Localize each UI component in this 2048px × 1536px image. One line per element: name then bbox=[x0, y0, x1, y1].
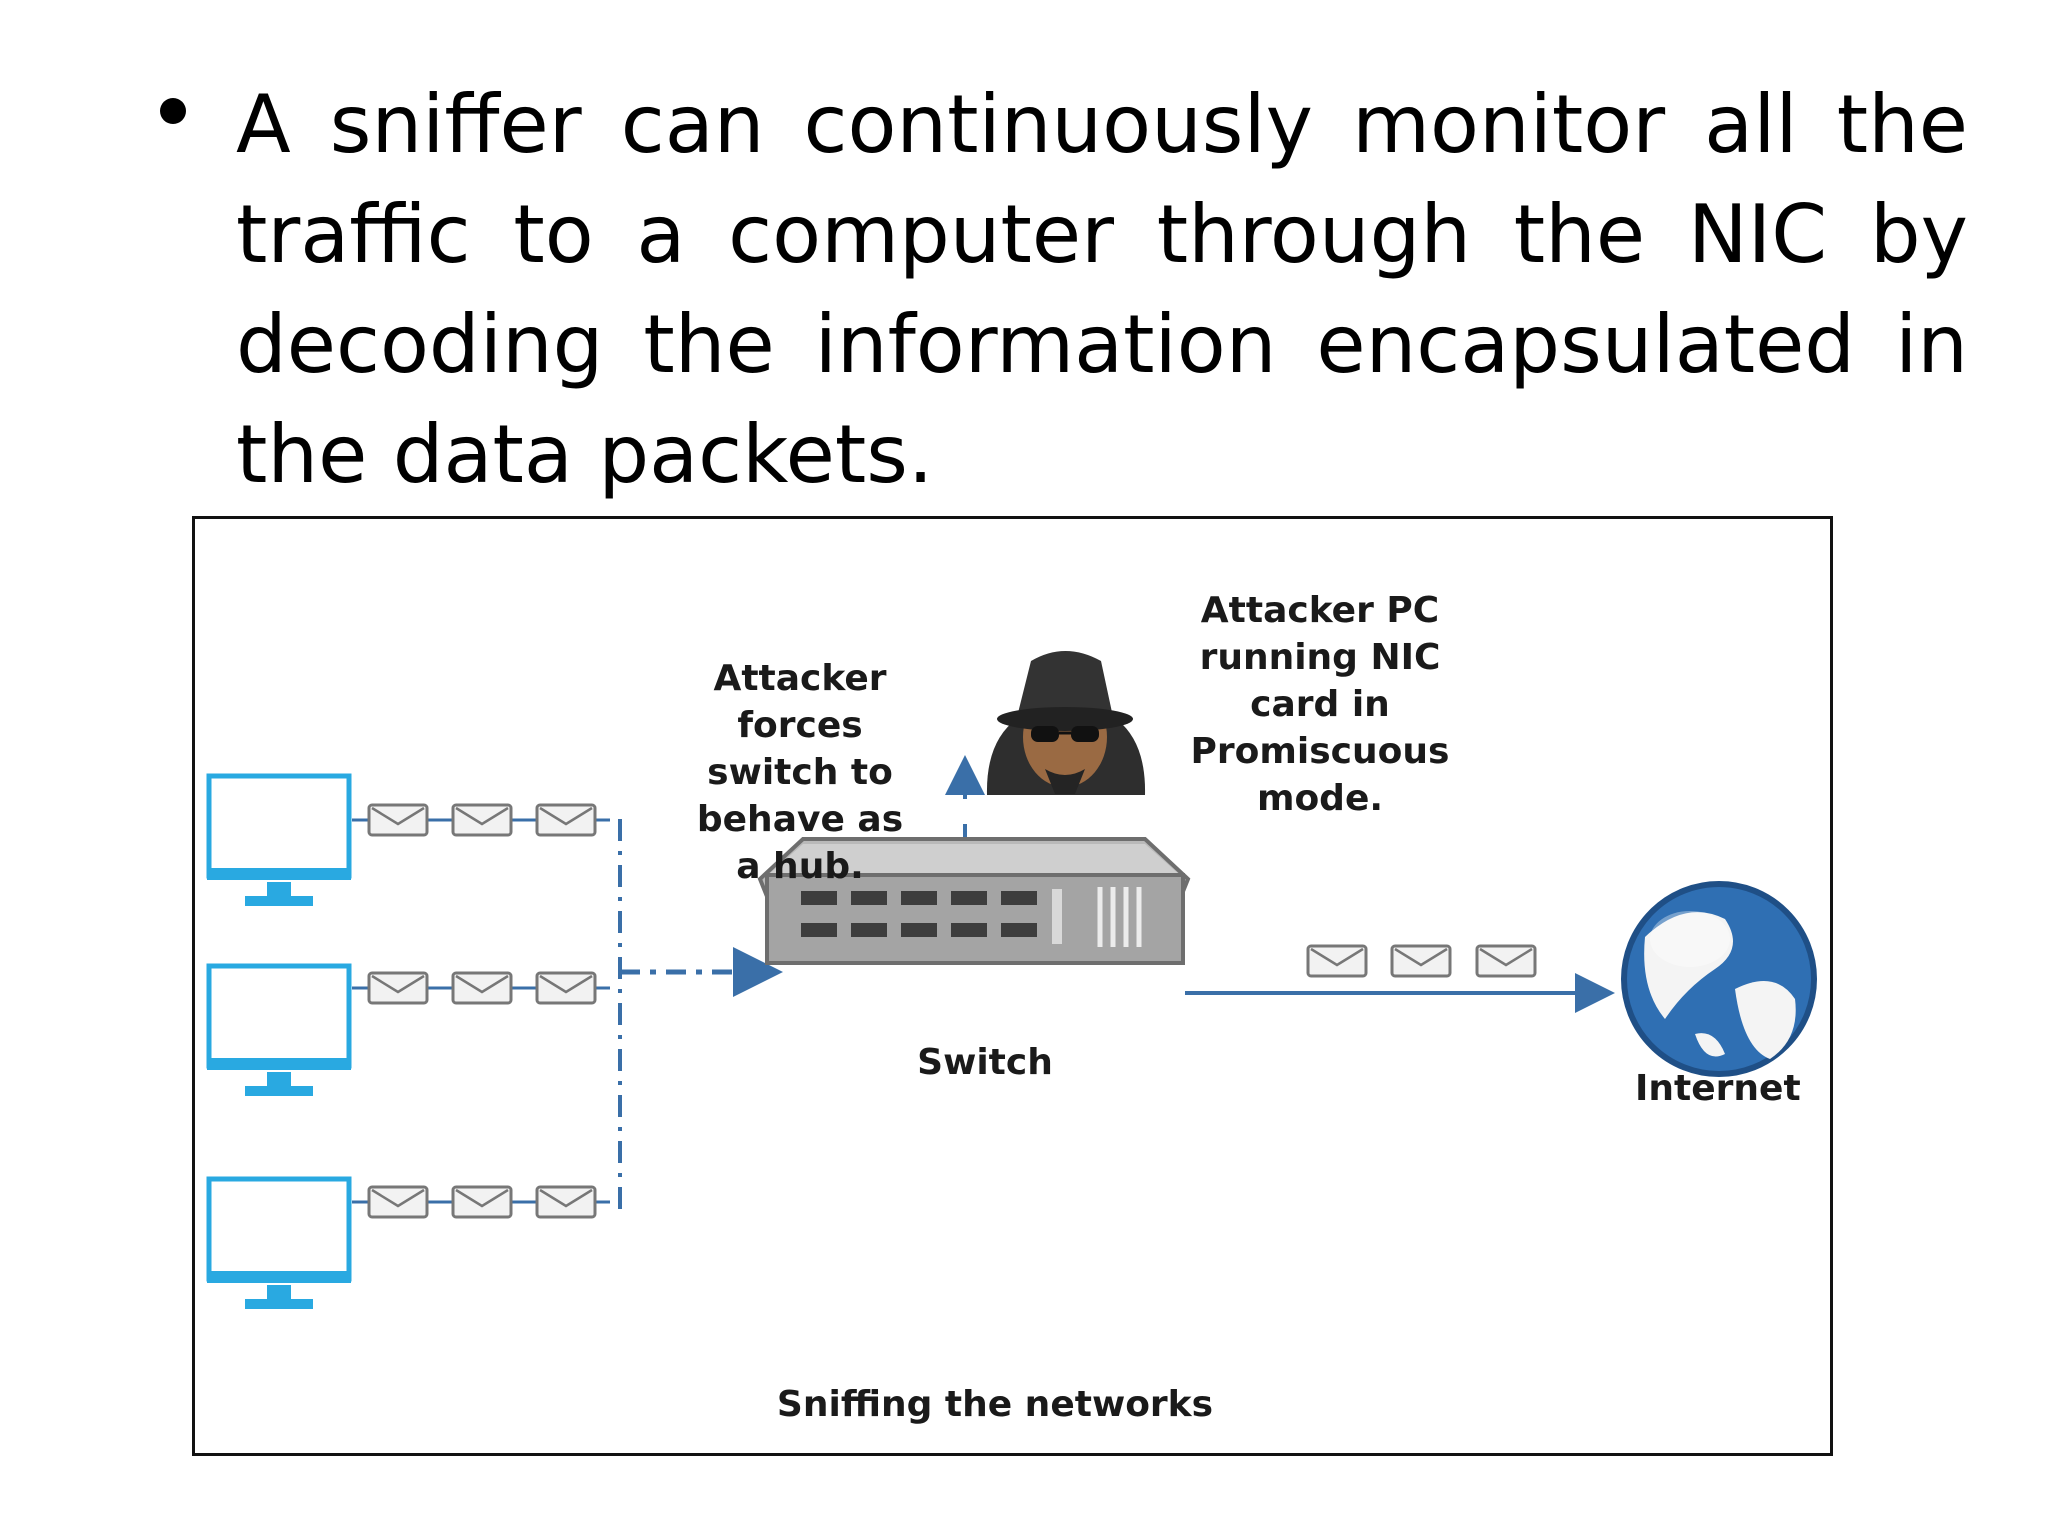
diagram-caption: Sniffing the networks bbox=[776, 1384, 1214, 1425]
monitor-icon bbox=[207, 776, 351, 906]
envelope-icon bbox=[451, 1185, 513, 1219]
envelope-icon bbox=[535, 971, 597, 1005]
attacker-forces-label: Attacker forces switch to behave as a hu… bbox=[696, 658, 904, 887]
envelope-icon bbox=[1475, 944, 1537, 978]
envelope-icon bbox=[535, 1185, 597, 1219]
attacker-icon bbox=[986, 651, 1146, 795]
envelope-icon bbox=[367, 971, 429, 1005]
globe-icon bbox=[1621, 881, 1817, 1077]
network-diagram bbox=[195, 651, 1817, 1456]
bullet-point bbox=[160, 98, 186, 124]
attacker-pc-label: Attacker PC running NIC card in Promiscu… bbox=[1190, 590, 1450, 819]
envelope-icon bbox=[367, 1185, 429, 1219]
envelope-icon bbox=[535, 803, 597, 837]
envelope-icon bbox=[451, 971, 513, 1005]
switch-label: Switch bbox=[917, 1042, 1053, 1083]
internet-label: Internet bbox=[1635, 1068, 1801, 1109]
envelope-icon bbox=[1306, 944, 1368, 978]
switch-icon bbox=[757, 837, 1191, 965]
monitor-icon bbox=[207, 1179, 351, 1309]
bullet-text: A sniffer can continuously monitor all t… bbox=[236, 78, 1968, 501]
envelope-icon bbox=[1390, 944, 1452, 978]
diagram-frame: Attacker PC running NIC card in Promiscu… bbox=[192, 516, 1833, 1456]
envelope-icon bbox=[367, 803, 429, 837]
monitor-icon bbox=[207, 966, 351, 1096]
envelope-icon bbox=[451, 803, 513, 837]
